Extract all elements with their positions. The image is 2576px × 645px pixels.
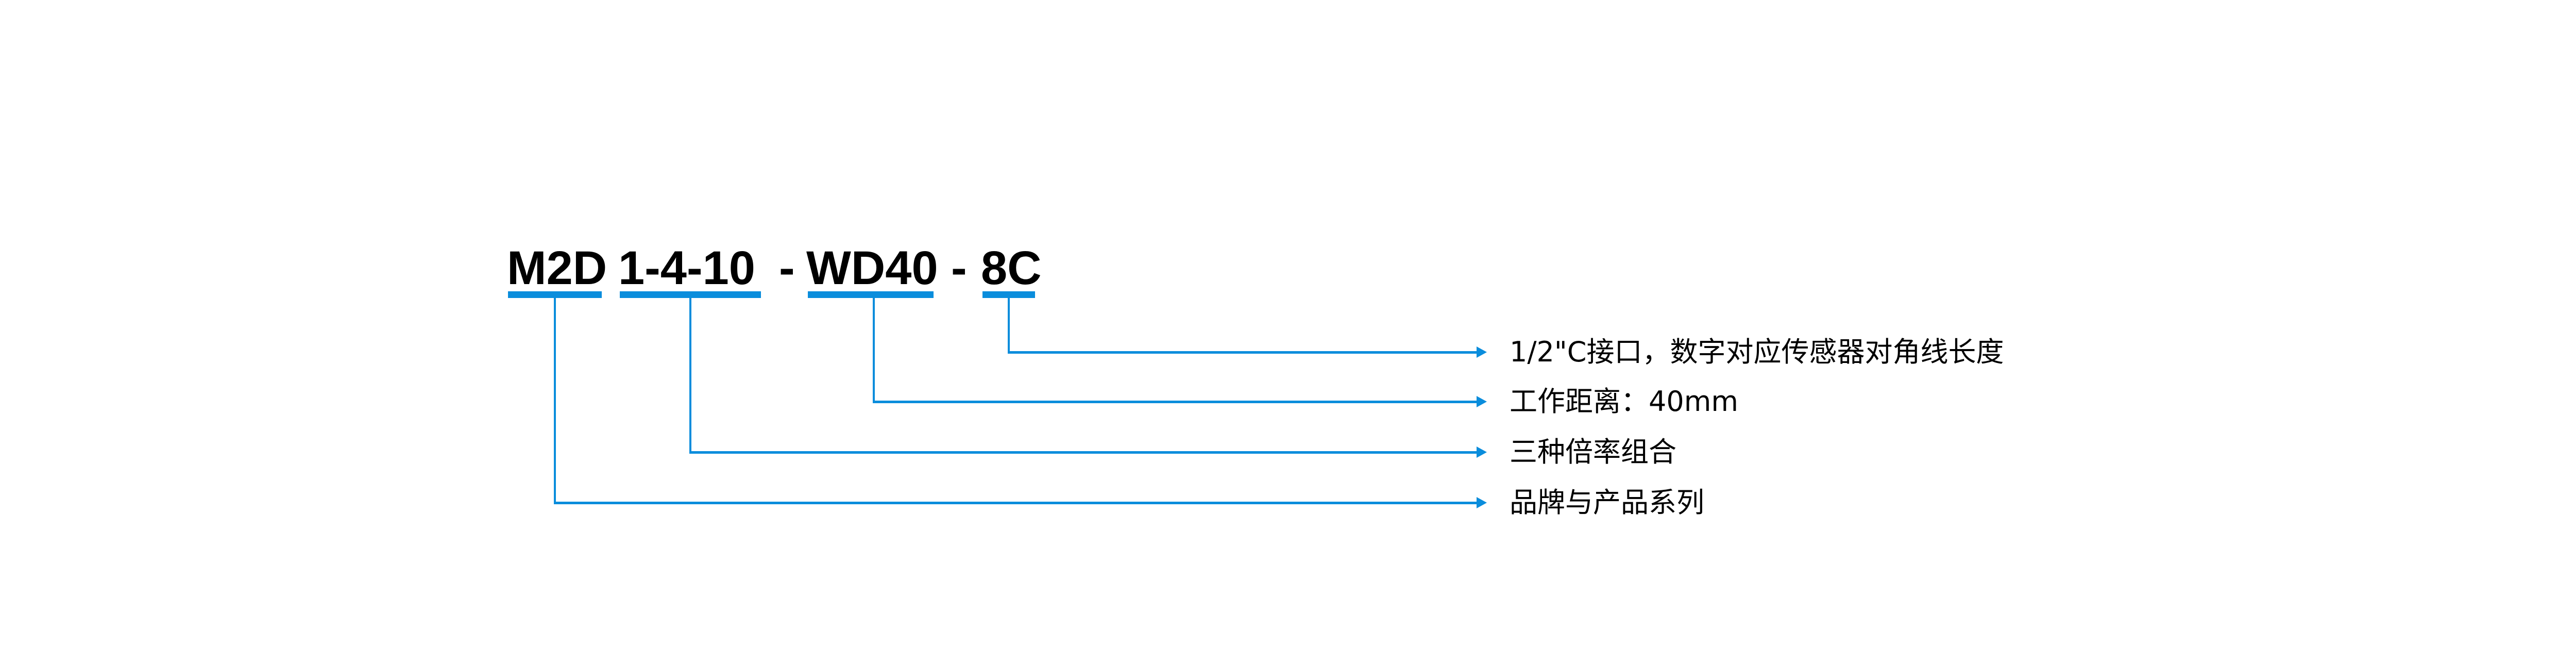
connector-line [689,297,691,453]
connector-line [554,502,1478,504]
arrow-right-icon [1477,446,1487,458]
code-segment-interface: 8C [981,242,1042,294]
underline-interface [982,291,1035,298]
connector-line [554,297,556,504]
connector-line [1008,351,1478,354]
code-segment-brand: M2D [507,242,607,294]
arrow-right-icon [1477,396,1487,407]
underline-working-distance [808,291,934,298]
connector-line [873,401,1478,403]
underline-brand [508,291,602,298]
code-segment-working-distance: WD40 [806,242,938,294]
code-segment-magnification: 1-4-10 [618,242,755,294]
connector-line [873,297,875,403]
label-working-distance: 工作距离：40mm [1510,385,1738,418]
label-interface: 1/2"C接口，数字对应传感器对角线长度 [1510,336,2004,368]
arrow-right-icon [1477,497,1487,508]
underline-magnification [620,291,761,298]
label-magnification: 三种倍率组合 [1510,436,1676,468]
code-separator: - [951,242,967,294]
code-separator: - [779,242,795,294]
connector-line [1008,297,1010,353]
label-brand-series: 品牌与产品系列 [1510,486,1704,519]
arrow-right-icon [1477,346,1487,358]
connector-line [689,451,1478,454]
